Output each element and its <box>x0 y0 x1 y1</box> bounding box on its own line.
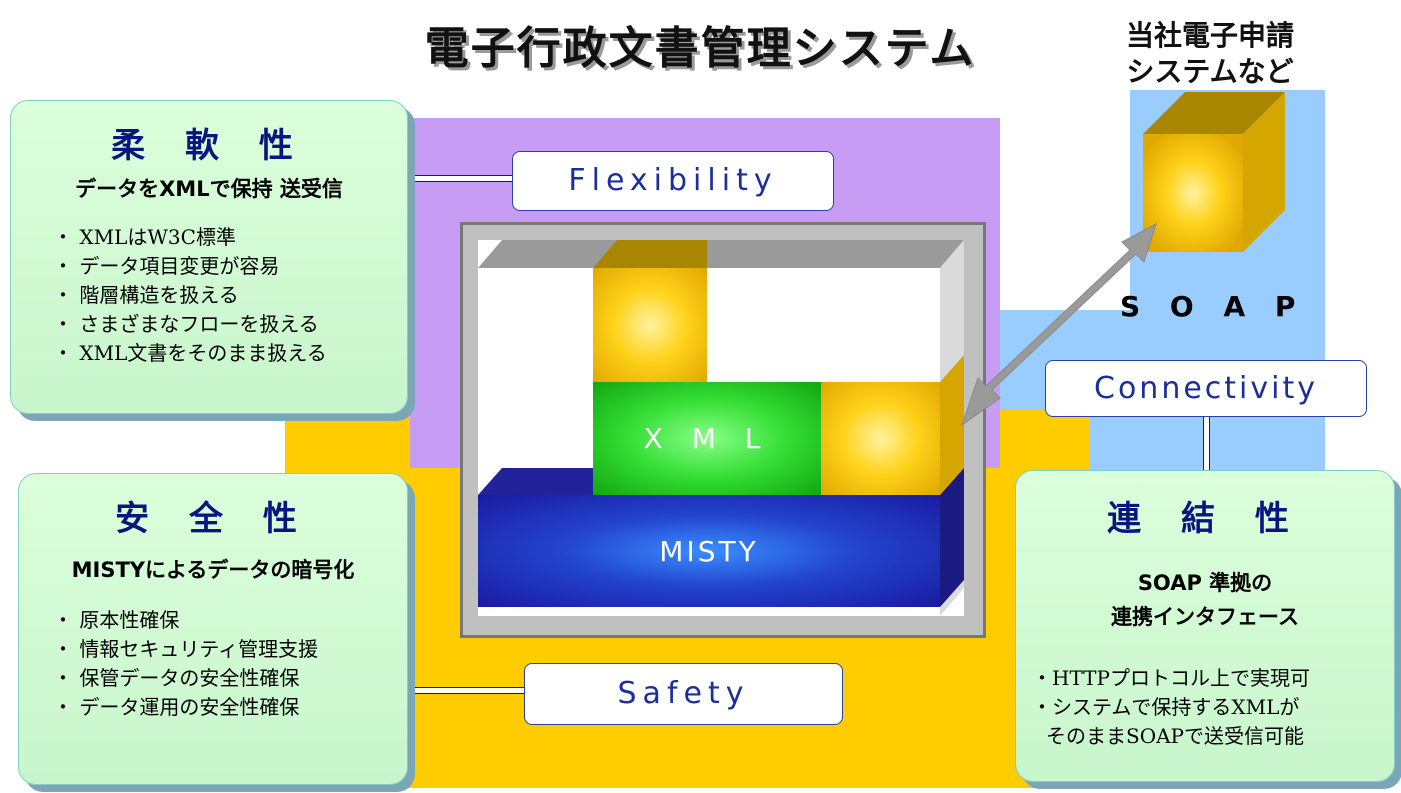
list-item: ・ データ運用の安全性確保 <box>53 695 300 719</box>
connectivity-label: Connectivity <box>1045 360 1367 417</box>
connectivity-subtitle: SOAP 準拠の 連携インタフェース <box>1016 566 1394 634</box>
external-cube-side <box>1243 92 1285 252</box>
external-system-label-line2: システムなど <box>1126 55 1294 88</box>
connectivity-list: ・HTTPプロトコル上で実現可 ・システムで保持するXMLが そのままSOAPで… <box>1032 664 1394 751</box>
soap-arrow <box>961 222 1157 427</box>
list-item: ・ 原本性確保 <box>53 608 180 632</box>
flexibility-panel: 柔 軟 性 データをXMLで保持 送受信 ・ XMLはW3C標準 ・ データ項目… <box>10 100 408 414</box>
double-arrow-icon <box>961 222 1157 427</box>
cube-side-face <box>940 355 964 495</box>
external-cube-front <box>1143 134 1243 252</box>
list-item: ・HTTPプロトコル上で実現可 <box>1032 666 1310 690</box>
list-item: ・ 階層構造を扱える <box>53 283 239 307</box>
external-cube-top <box>1143 92 1285 134</box>
frame-top-face <box>478 240 964 268</box>
misty-side-face <box>940 468 964 607</box>
connectivity-connector <box>1203 415 1210 477</box>
list-item: ・ 情報セキュリティ管理支援 <box>53 637 319 661</box>
safety-subtitle: MISTYによるデータの暗号化 <box>71 558 355 582</box>
flexibility-subtitle: データをXMLで保持 送受信 <box>75 177 343 201</box>
flexibility-connector <box>405 175 515 182</box>
gold-cube-right <box>821 382 940 495</box>
soap-label: S O A P <box>1120 290 1306 323</box>
safety-heading: 安 全 性 <box>115 499 311 539</box>
gold-cube-top <box>593 268 707 382</box>
safety-label: Safety <box>524 663 843 725</box>
connectivity-subtitle-line2: 連携インタフェース <box>1111 605 1299 629</box>
xml-block: X M L <box>593 382 821 495</box>
connectivity-heading: 連 結 性 <box>1107 499 1303 539</box>
misty-block: MISTY <box>478 495 940 607</box>
safety-list: ・ 原本性確保 ・ 情報セキュリティ管理支援 ・ 保管データの安全性確保 ・ デ… <box>53 606 407 722</box>
connectivity-panel: 連 結 性 SOAP 準拠の 連携インタフェース ・HTTPプロトコル上で実現可… <box>1015 470 1395 782</box>
list-item: そのままSOAPで送受信可能 <box>1046 724 1304 748</box>
flexibility-list: ・ XMLはW3C標準 ・ データ項目変更が容易 ・ 階層構造を扱える ・ さま… <box>53 223 407 368</box>
list-item: ・ 保管データの安全性確保 <box>53 666 300 690</box>
external-system-label: 当社電子申請 システムなど <box>1095 18 1325 90</box>
page-title: 電子行政文書管理システム <box>424 23 976 74</box>
list-item: ・ XML文書をそのまま扱える <box>53 341 327 365</box>
flexibility-heading: 柔 軟 性 <box>111 126 307 166</box>
cube-top-face <box>593 240 707 268</box>
flexibility-label: Flexibility <box>512 151 834 211</box>
safety-connector <box>410 687 527 694</box>
external-cube <box>1143 92 1285 252</box>
list-item: ・システムで保持するXMLが <box>1032 695 1300 719</box>
safety-panel: 安 全 性 MISTYによるデータの暗号化 ・ 原本性確保 ・ 情報セキュリティ… <box>18 473 408 785</box>
list-item: ・ XMLはW3C標準 <box>53 225 236 249</box>
connectivity-subtitle-line1: SOAP 準拠の <box>1137 571 1273 595</box>
list-item: ・ さまざまなフローを扱える <box>53 312 319 336</box>
external-system-label-line1: 当社電子申請 <box>1125 19 1294 52</box>
list-item: ・ データ項目変更が容易 <box>53 254 280 278</box>
